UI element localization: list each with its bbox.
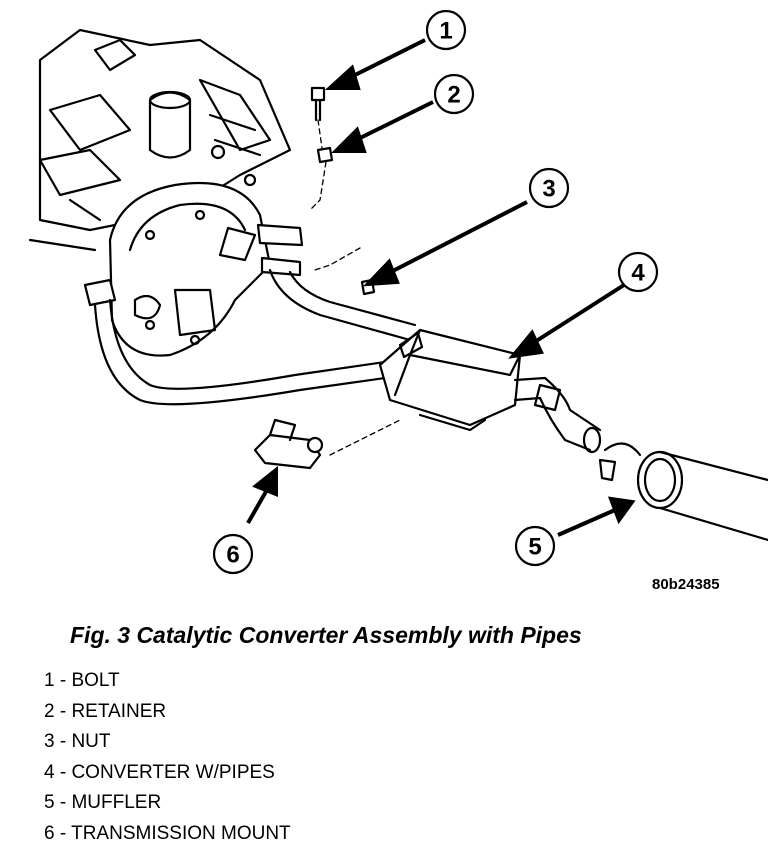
callout-number-2: 2 — [447, 82, 460, 109]
alignment-lines — [310, 120, 400, 455]
callout-number-3: 3 — [542, 176, 555, 203]
callout-arrow-2 — [336, 102, 433, 151]
callout-number-1: 1 — [439, 18, 452, 45]
retainer-part — [318, 148, 332, 162]
transmission-housing — [110, 183, 270, 356]
legend-item: 5 - MUFFLER — [44, 788, 291, 819]
callout-arrow-5 — [558, 499, 632, 535]
legend-item: 3 - NUT — [44, 727, 291, 758]
callout-number-5: 5 — [528, 534, 541, 561]
legend-item: 1 - BOLT — [44, 666, 291, 697]
figure-reference-code: 80b24385 — [652, 576, 720, 593]
callout-number-6: 6 — [226, 542, 239, 569]
callout-arrow-3 — [368, 202, 527, 284]
parts-legend: 1 - BOLT 2 - RETAINER 3 - NUT 4 - CONVER… — [44, 666, 291, 849]
legend-item: 2 - RETAINER — [44, 697, 291, 728]
outlet-pipe — [515, 378, 600, 452]
muffler — [638, 452, 768, 540]
callout-arrow-6 — [248, 470, 276, 523]
catalytic-converter — [380, 330, 520, 430]
bolt-part — [312, 88, 324, 120]
exhaust-assembly-illustration: 1 2 3 4 5 6 — [0, 0, 768, 600]
muffler-clamp — [600, 444, 640, 480]
transmission-mount-part — [255, 420, 322, 468]
callout-number-4: 4 — [631, 260, 645, 287]
callout-arrow-4 — [513, 285, 624, 356]
legend-item: 6 - TRANSMISSION MOUNT — [44, 819, 291, 849]
callout-arrow-1 — [330, 40, 425, 88]
figure-caption: Fig. 3 Catalytic Converter Assembly with… — [70, 622, 582, 649]
legend-item: 4 - CONVERTER W/PIPES — [44, 758, 291, 789]
